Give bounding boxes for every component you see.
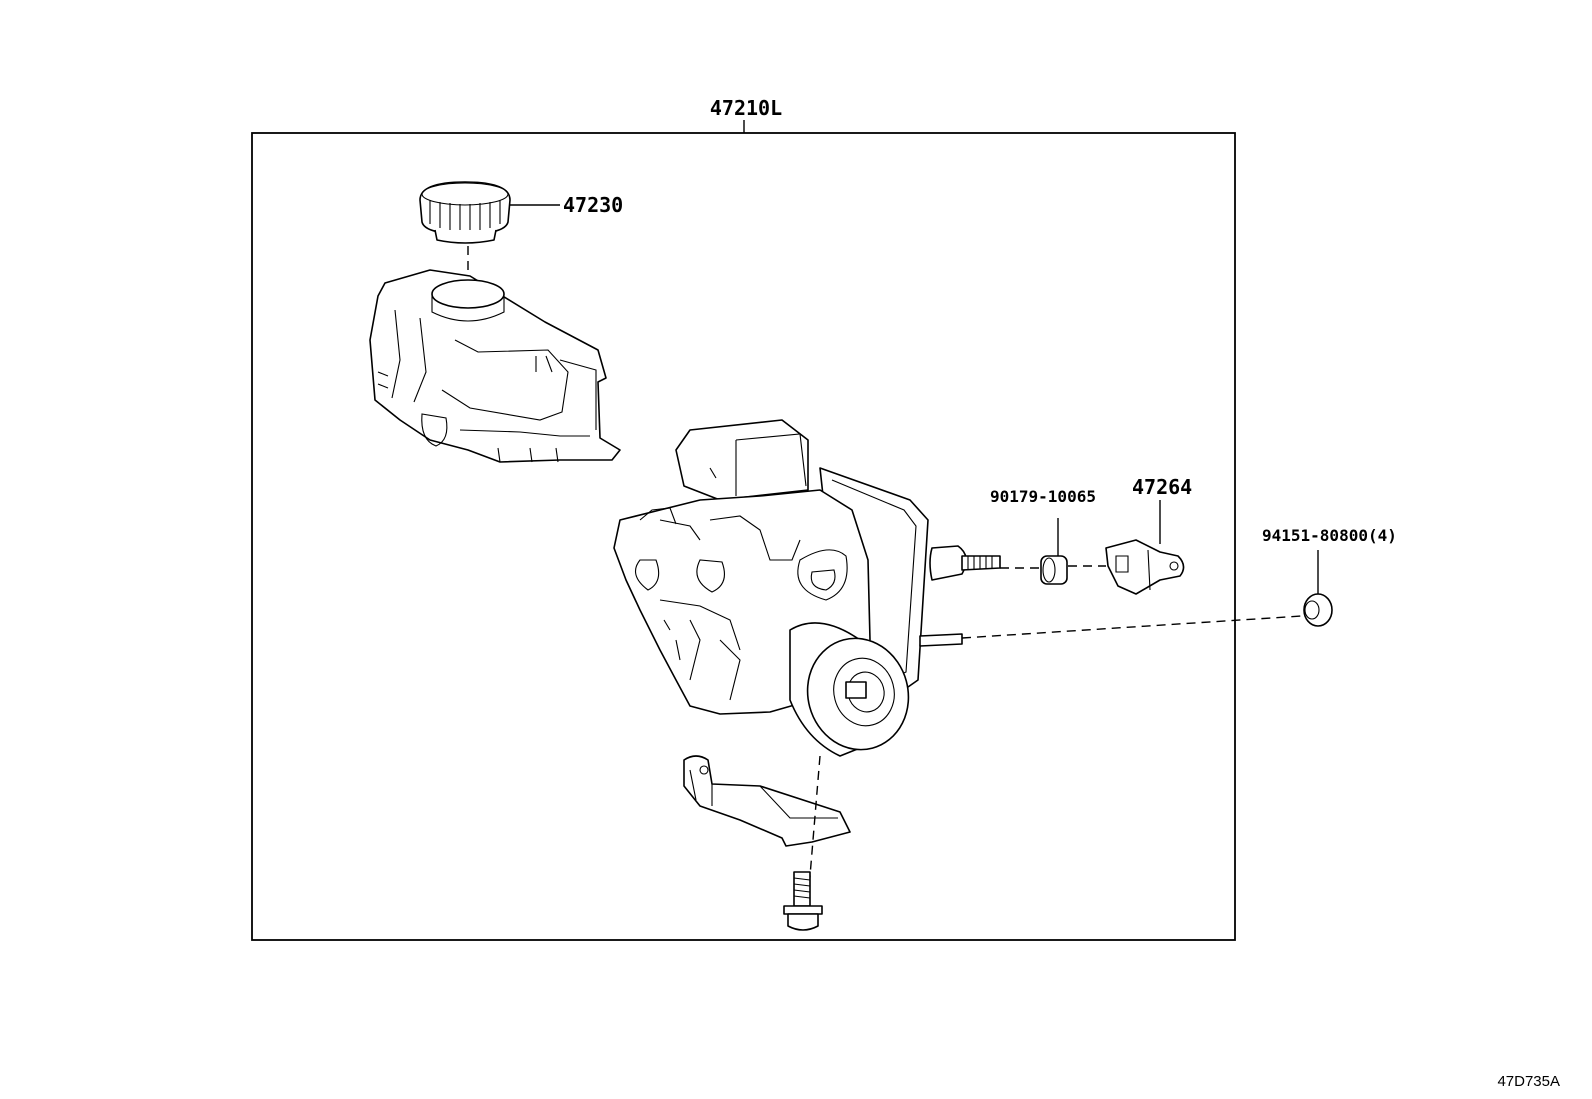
brake-actuator-assembly[interactable] <box>613 419 1001 761</box>
flange-bolt[interactable] <box>783 871 823 931</box>
reservoir-cap[interactable] <box>419 181 511 244</box>
nut-dashed-line <box>961 615 1303 639</box>
callout-47264[interactable]: 47264 <box>1132 475 1192 499</box>
figure-reference: 47D735A <box>1497 1073 1560 1090</box>
bracket-clip[interactable] <box>1105 539 1185 595</box>
callout-47210L[interactable]: 47210L <box>710 96 782 120</box>
grommet[interactable] <box>1040 555 1068 585</box>
callout-47230[interactable]: 47230 <box>563 193 623 217</box>
flange-nut[interactable] <box>1303 593 1333 627</box>
callout-94151-80800[interactable]: 94151-80800(4) <box>1262 526 1397 545</box>
callout-90179-10065[interactable]: 90179-10065 <box>990 487 1096 506</box>
brake-fluid-reservoir[interactable] <box>369 269 621 463</box>
mounting-bracket[interactable] <box>683 755 851 847</box>
